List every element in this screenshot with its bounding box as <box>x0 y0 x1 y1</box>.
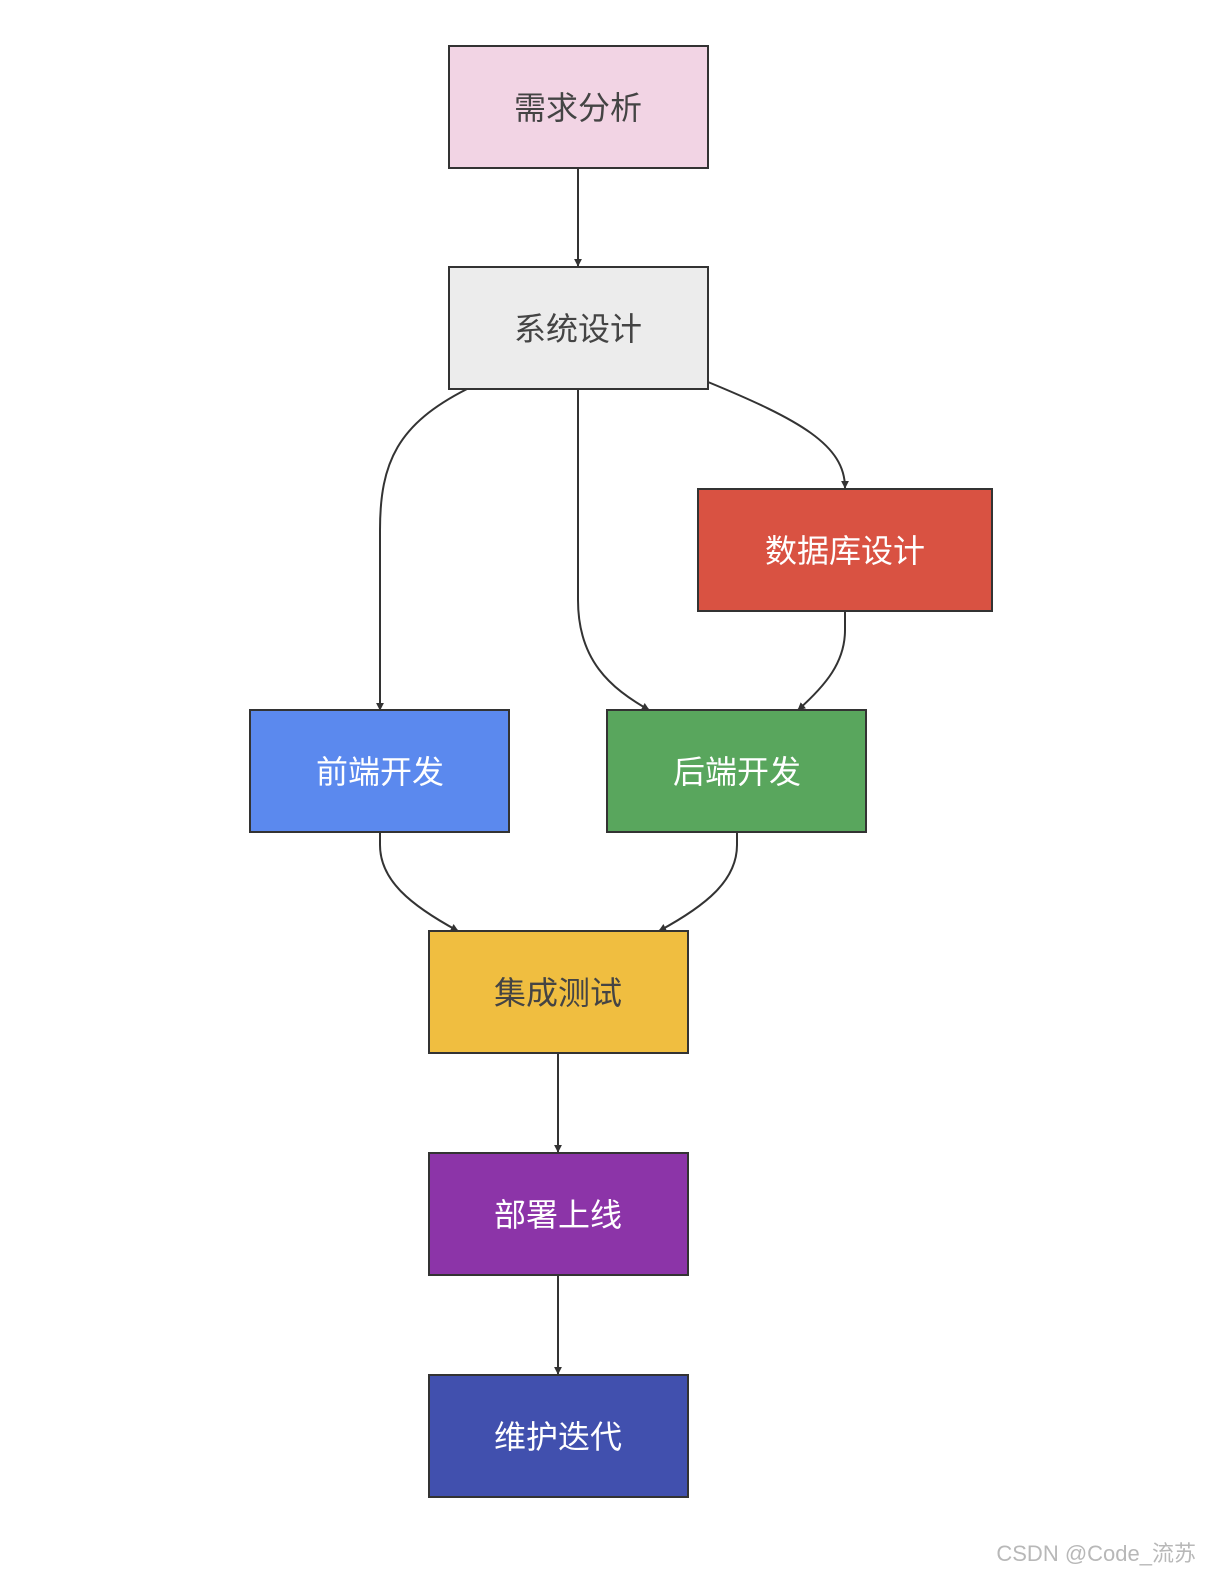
watermark: CSDN @Code_流苏 <box>996 1541 1196 1566</box>
node-database-design: 数据库设计 <box>697 488 993 612</box>
node-maintain: 维护迭代 <box>428 1374 689 1498</box>
node-deploy-box <box>428 1152 689 1276</box>
node-database-design-label: 数据库设计 <box>765 532 925 570</box>
edge-system-design-to-backend-dev <box>577 389 650 711</box>
node-deploy-label: 部署上线 <box>494 1196 622 1234</box>
edge-system-design-to-database-design <box>707 381 849 489</box>
node-database-design-box <box>697 488 993 612</box>
node-frontend-dev-box <box>249 709 510 833</box>
node-requirements-box <box>448 45 709 169</box>
node-integration-test: 集成测试 <box>428 930 689 1054</box>
node-backend-dev: 后端开发 <box>606 709 867 833</box>
node-maintain-label: 维护迭代 <box>494 1418 622 1456</box>
node-requirements-label: 需求分析 <box>514 89 642 127</box>
node-backend-dev-label: 后端开发 <box>673 753 801 791</box>
node-maintain-box <box>428 1374 689 1498</box>
node-system-design-box <box>448 266 709 390</box>
node-system-design: 系统设计 <box>448 266 709 390</box>
node-frontend-dev-label: 前端开发 <box>316 753 444 791</box>
node-backend-dev-box <box>606 709 867 833</box>
node-integration-test-label: 集成测试 <box>494 974 622 1012</box>
node-integration-test-box <box>428 930 689 1054</box>
edge-system-design-to-frontend-dev <box>376 388 468 711</box>
node-requirements: 需求分析 <box>448 45 709 169</box>
node-system-design-label: 系统设计 <box>514 310 642 348</box>
node-deploy: 部署上线 <box>428 1152 689 1276</box>
edge-frontend-dev-to-integration-test <box>379 833 459 932</box>
edge-database-design-to-backend-dev <box>797 611 846 711</box>
edges <box>376 168 849 1375</box>
edge-backend-dev-to-integration-test <box>658 833 738 932</box>
node-frontend-dev: 前端开发 <box>249 709 510 833</box>
